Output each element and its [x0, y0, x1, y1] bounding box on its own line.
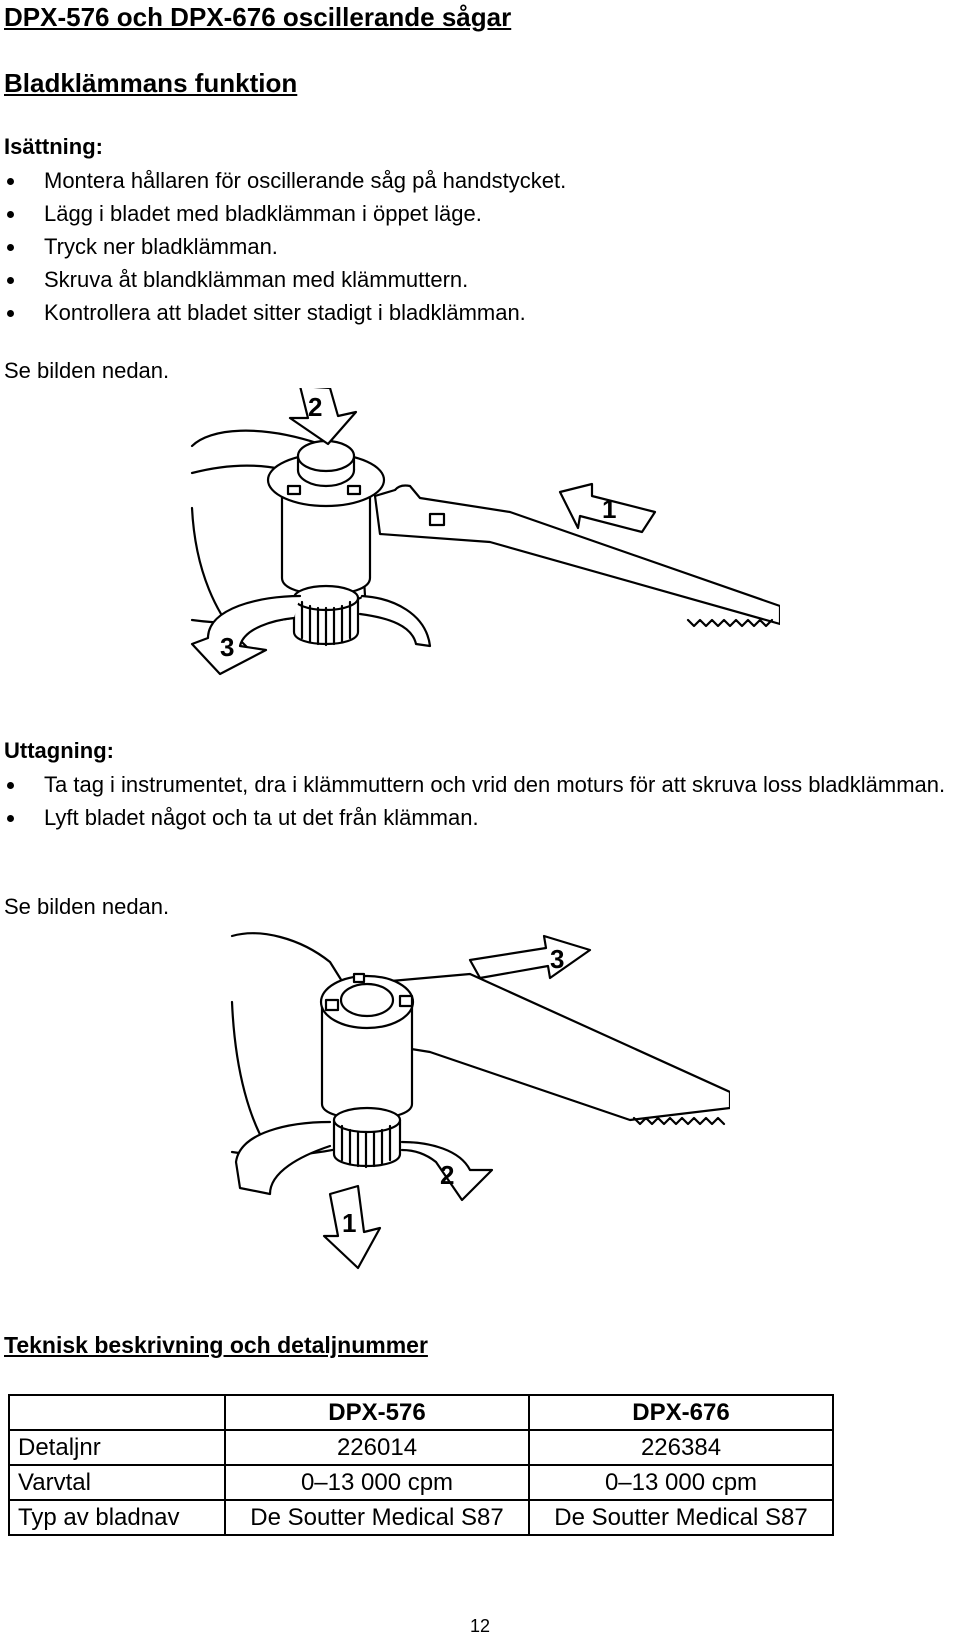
figure-label: 2	[440, 1160, 454, 1190]
figure-label: 1	[602, 494, 616, 524]
table-cell: 226014	[224, 1429, 530, 1466]
table-header-cell: DPX-576	[224, 1394, 530, 1431]
removal-figure: 3 2 1	[230, 932, 730, 1270]
figure-label: 2	[308, 392, 322, 422]
figure-label: 1	[342, 1208, 356, 1238]
see-figure-note: Se bilden nedan.	[4, 894, 170, 919]
table-row: Detaljnr 226014 226384	[8, 1429, 834, 1466]
spec-title: Teknisk beskrivning och detaljnummer	[4, 1332, 428, 1358]
spec-table: DPX-576 DPX-676 Detaljnr 226014 226384 V…	[8, 1394, 834, 1536]
section-title: Bladklämmans funktion	[4, 68, 298, 98]
table-header-cell: DPX-676	[528, 1394, 834, 1431]
list-item: Kontrollera att bladet sitter stadigt i …	[0, 296, 960, 329]
removal-heading: Uttagning:	[4, 738, 114, 763]
table-header-cell	[8, 1394, 226, 1431]
table-cell: De Soutter Medical S87	[528, 1499, 834, 1536]
table-row: Varvtal 0–13 000 cpm 0–13 000 cpm	[8, 1464, 834, 1501]
page-number: 12	[469, 1616, 491, 1636]
table-cell: 0–13 000 cpm	[528, 1464, 834, 1501]
list-item: Tryck ner bladklämman.	[0, 230, 960, 263]
table-cell: Typ av bladnav	[8, 1499, 226, 1536]
table-cell: 0–13 000 cpm	[224, 1464, 530, 1501]
figure-label: 3	[550, 944, 564, 974]
figure-label: 3	[220, 632, 234, 662]
list-item: Lyft bladet något och ta ut det från klä…	[0, 801, 960, 834]
table-cell: De Soutter Medical S87	[224, 1499, 530, 1536]
table-cell: Varvtal	[8, 1464, 226, 1501]
see-figure-note: Se bilden nedan.	[4, 358, 170, 383]
list-item: Skruva åt blandklämman med klämmuttern.	[0, 263, 960, 296]
page-title: DPX-576 och DPX-676 oscillerande sågar	[4, 2, 512, 32]
table-cell: 226384	[528, 1429, 834, 1466]
list-item: Ta tag i instrumentet, dra i klämmuttern…	[0, 768, 960, 801]
list-item: Lägg i bladet med bladklämman i öppet lä…	[0, 197, 960, 230]
table-cell: Detaljnr	[8, 1429, 226, 1466]
insertion-figure: 2 1 3	[190, 388, 780, 676]
table-header-row: DPX-576 DPX-676	[8, 1394, 834, 1431]
insertion-heading: Isättning:	[4, 134, 103, 159]
insertion-steps: Montera hållaren för oscillerande såg på…	[0, 164, 960, 329]
removal-steps: Ta tag i instrumentet, dra i klämmuttern…	[0, 768, 960, 834]
list-item: Montera hållaren för oscillerande såg på…	[0, 164, 960, 197]
table-row: Typ av bladnav De Soutter Medical S87 De…	[8, 1499, 834, 1536]
